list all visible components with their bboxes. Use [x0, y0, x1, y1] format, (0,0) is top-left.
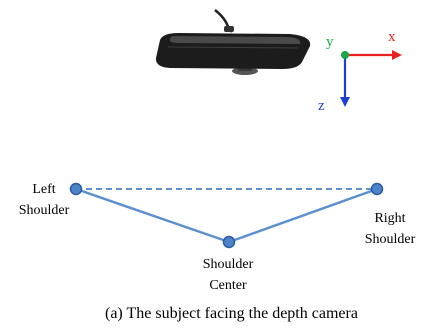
figure-caption: (a) The subject facing the depth camera: [105, 305, 358, 322]
svg-text:Shoulder: Shoulder: [203, 257, 254, 272]
svg-text:Shoulder: Shoulder: [19, 203, 70, 218]
left-to-center-bone: [75, 187, 230, 244]
right-shoulder-label: Right Shoulder: [365, 211, 416, 247]
right-shoulder-joint: [370, 182, 384, 196]
depth-camera-icon: [155, 9, 311, 75]
svg-text:Center: Center: [209, 278, 247, 293]
x-axis-arrowhead: [392, 50, 402, 60]
z-axis-arrowhead: [340, 97, 350, 107]
svg-text:Right: Right: [374, 211, 405, 226]
left-shoulder-label: Left Shoulder: [19, 182, 70, 218]
z-axis-label: z: [318, 98, 325, 114]
center-to-right-bone: [228, 187, 378, 244]
shoulder-skeleton: [69, 182, 384, 249]
shoulder-center-label: Shoulder Center: [203, 257, 254, 293]
svg-text:Left: Left: [32, 182, 55, 197]
y-axis-label: y: [326, 34, 334, 50]
y-axis-origin-dot: [341, 51, 349, 59]
shoulder-center-joint: [222, 235, 236, 249]
left-shoulder-joint: [69, 182, 83, 196]
x-axis-label: x: [388, 29, 396, 45]
svg-text:Shoulder: Shoulder: [365, 232, 416, 247]
coordinate-axes: x y z: [318, 29, 402, 114]
